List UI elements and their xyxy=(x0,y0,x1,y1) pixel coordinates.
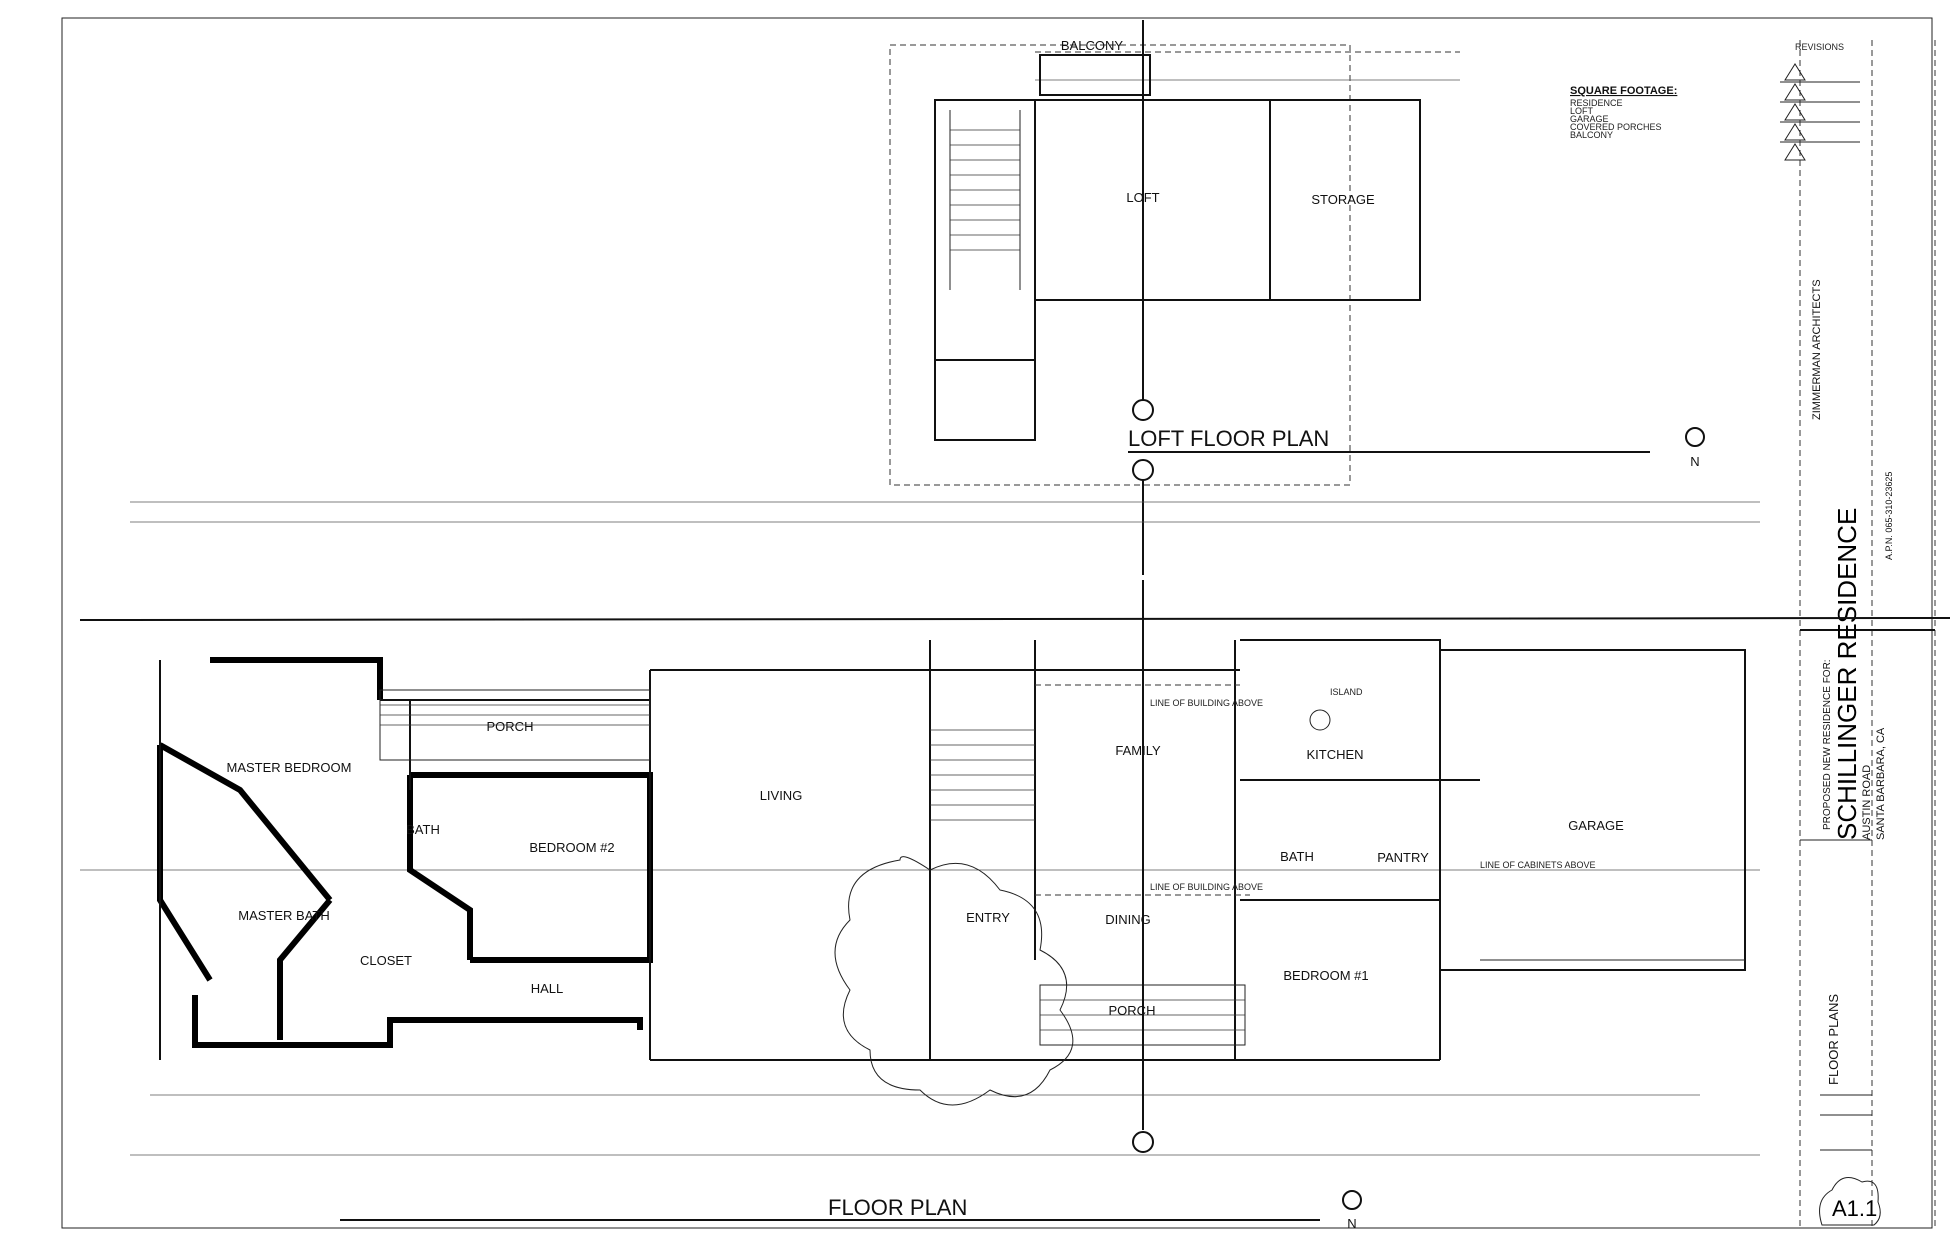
room-loft: LOFT xyxy=(1126,190,1159,205)
note-cabinets-above: LINE OF CABINETS ABOVE xyxy=(1480,860,1596,870)
room-kitchen: KITCHEN xyxy=(1306,747,1363,762)
room-dining: DINING xyxy=(1105,912,1151,927)
project-address-line2: SANTA BARBARA, CA xyxy=(1875,727,1887,840)
apn-number: A.P.N. 065-310-23625 xyxy=(1884,472,1894,560)
room-closet: CLOSET xyxy=(360,953,412,968)
note-building-above-2: LINE OF BUILDING ABOVE xyxy=(1150,882,1263,892)
north-arrow-icon: N xyxy=(1342,1190,1362,1231)
island xyxy=(1309,709,1331,731)
title-block: REVISIONS ZIMMERMAN ARCHITECTS A.P.N. 06… xyxy=(1780,40,1936,1230)
balcony-area xyxy=(1039,54,1151,96)
room-bath-2: BATH xyxy=(406,822,440,837)
svg-text:COVERED PORCHES: COVERED PORCHES xyxy=(1570,122,1662,132)
svg-text:GARAGE: GARAGE xyxy=(1570,114,1609,124)
sheet-number: A1.1 xyxy=(1832,1196,1877,1221)
room-porch-south: PORCH xyxy=(1109,1003,1156,1018)
garage-outline xyxy=(1439,649,1746,971)
main-floor-plan: ISLAND PORCH MASTER BEDROOM LIVING FAMIL… xyxy=(79,501,1950,1231)
room-entry: ENTRY xyxy=(966,910,1010,925)
room-master-bath: MASTER BATH xyxy=(238,908,330,923)
project-intro: PROPOSED NEW RESIDENCE FOR: xyxy=(1822,659,1833,830)
room-porch-north: PORCH xyxy=(487,719,534,734)
revisions-title: REVISIONS xyxy=(1795,42,1844,52)
room-pantry: PANTRY xyxy=(1377,850,1429,865)
room-family: FAMILY xyxy=(1115,743,1161,758)
svg-text:N: N xyxy=(1690,454,1699,469)
svg-text:ISLAND: ISLAND xyxy=(1330,687,1363,697)
floor-plan-title: FLOOR PLAN xyxy=(828,1195,967,1220)
square-footage-table: SQUARE FOOTAGE: RESIDENCE LOFT GARAGE CO… xyxy=(1570,85,1677,140)
sheet-number-cloud xyxy=(1819,1177,1881,1226)
svg-text:RESIDENCE: RESIDENCE xyxy=(1570,98,1623,108)
architect-name: ZIMMERMAN ARCHITECTS xyxy=(1811,279,1823,420)
svg-text:LOFT: LOFT xyxy=(1570,106,1594,116)
room-bedroom-2: BEDROOM #2 xyxy=(529,840,614,855)
svg-text:N: N xyxy=(1347,1216,1356,1231)
loft-floor-plan: BALCONY LOFT STORAGE LOFT FLOOR PLAN N xyxy=(889,20,1705,575)
room-hall: HALL xyxy=(531,981,564,996)
room-living: LIVING xyxy=(760,788,803,803)
project-name: SCHILLINGER RESIDENCE xyxy=(1832,508,1862,840)
revision-triangles xyxy=(1780,63,1860,161)
room-garage: GARAGE xyxy=(1568,818,1624,833)
svg-text:BALCONY: BALCONY xyxy=(1570,130,1613,140)
landscaping-cloud xyxy=(834,856,1074,1106)
room-bedroom-1: BEDROOM #1 xyxy=(1283,968,1368,983)
north-arrow-icon: N xyxy=(1685,427,1705,469)
room-bath-1: BATH xyxy=(1280,849,1314,864)
room-storage: STORAGE xyxy=(1311,192,1375,207)
note-building-above-1: LINE OF BUILDING ABOVE xyxy=(1150,698,1263,708)
room-master-bedroom: MASTER BEDROOM xyxy=(227,760,352,775)
sheet-border xyxy=(61,17,1933,1229)
sheet-title: FLOOR PLANS xyxy=(1826,994,1841,1085)
svg-text:SQUARE FOOTAGE:: SQUARE FOOTAGE: xyxy=(1570,85,1677,97)
room-balcony: BALCONY xyxy=(1061,38,1123,53)
loft-plan-title: LOFT FLOOR PLAN xyxy=(1128,426,1329,451)
project-address-line1: AUSTIN ROAD xyxy=(1861,765,1873,840)
